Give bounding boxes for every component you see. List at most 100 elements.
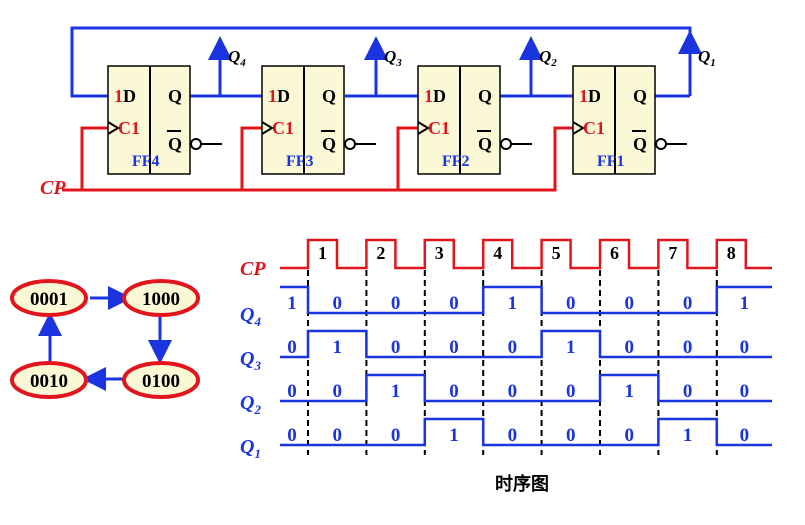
- pulse-number: 6: [610, 243, 619, 263]
- bit-value: 0: [624, 337, 634, 358]
- bit-value: 0: [740, 381, 750, 402]
- pulse-number: 3: [435, 243, 444, 263]
- bit-value: 0: [332, 381, 342, 402]
- inversion-bubble-icon: [655, 138, 667, 150]
- bit-value: 0: [391, 425, 401, 446]
- waveform-q3: [280, 329, 772, 359]
- bit-value: 1: [740, 293, 750, 314]
- signal-label-q1: Q1: [240, 436, 261, 461]
- signal-label-q4: Q4: [240, 304, 261, 329]
- bit-value: 1: [624, 381, 634, 402]
- cp-waveform: [280, 238, 772, 270]
- flipflop-name: FF1: [597, 153, 625, 170]
- bit-value: 1: [449, 425, 459, 446]
- clock-edge-icon: [261, 121, 274, 135]
- bit-value: 0: [566, 425, 576, 446]
- pin-c1-label: C1: [272, 118, 294, 138]
- pulse-number: 5: [552, 243, 561, 263]
- pin-qbar-label: Q: [478, 134, 492, 154]
- clock-input-label: CP: [40, 177, 66, 199]
- signal-label-q2: Q2: [240, 392, 261, 417]
- state-1000-label: 1000: [142, 289, 180, 310]
- pin-d-label: 1D: [424, 86, 446, 106]
- state-0100-label: 0100: [142, 371, 180, 392]
- bit-value: 1: [683, 425, 693, 446]
- state-diagram: 0001 1000 0100 0010: [10, 279, 200, 399]
- signal-label-q3: Q3: [240, 348, 261, 373]
- pulse-number: 4: [493, 243, 502, 263]
- bit-value: 0: [508, 337, 518, 358]
- pulse-number: 2: [376, 243, 385, 263]
- pin-qbar-label: Q: [322, 134, 336, 154]
- bit-value: 0: [683, 337, 693, 358]
- flipflop-name: FF3: [286, 153, 314, 170]
- waveform-q1: [280, 417, 772, 447]
- bit-value: 1: [287, 293, 297, 314]
- bit-value: 1: [508, 293, 518, 314]
- pin-d-label: 1D: [114, 86, 136, 106]
- pin-qbar-label: Q: [168, 134, 182, 154]
- pin-c1-label: C1: [583, 118, 605, 138]
- q1-output-label: Q1: [698, 47, 716, 69]
- circuit: Q4 Q3 Q2 Q1 CP 1DC1QQFF41DC1QQFF31DC1QQF…: [40, 26, 716, 199]
- pin-c1-label: C1: [118, 118, 140, 138]
- waveform-q2: [280, 373, 772, 403]
- bit-value: 0: [287, 381, 297, 402]
- state-0010-label: 0010: [30, 371, 68, 392]
- bit-value: 0: [624, 425, 634, 446]
- clock-bus: [62, 126, 573, 192]
- pin-qbar-label: Q: [633, 134, 647, 154]
- bit-value: 0: [683, 293, 693, 314]
- bit-value: 1: [391, 381, 401, 402]
- state-0001: [10, 279, 88, 317]
- bit-value: 0: [566, 381, 576, 402]
- pulse-number: 8: [727, 243, 736, 263]
- bit-value: 0: [508, 425, 518, 446]
- clock-edge-icon: [417, 121, 430, 135]
- pulse-number: 1: [318, 243, 327, 263]
- clock-edge-icon: [107, 121, 120, 135]
- inversion-bubble-icon: [190, 138, 202, 150]
- bit-value: 0: [332, 293, 342, 314]
- state-0001-label: 0001: [30, 289, 68, 310]
- bit-value: 0: [332, 425, 342, 446]
- pin-d-label: 1D: [579, 86, 601, 106]
- bit-value: 0: [624, 293, 634, 314]
- pulse-number: 7: [668, 243, 677, 263]
- inversion-bubble-icon: [500, 138, 512, 150]
- bit-value: 0: [391, 337, 401, 358]
- pin-q-label: Q: [168, 86, 182, 106]
- timing-cp-label: CP: [240, 258, 266, 280]
- state-0100: [122, 361, 200, 399]
- pin-q-label: Q: [322, 86, 336, 106]
- bit-value: 1: [332, 337, 342, 358]
- pin-q-label: Q: [633, 86, 647, 106]
- bit-value: 0: [683, 381, 693, 402]
- q4-output-label: Q4: [228, 47, 246, 69]
- q3-output-label: Q3: [384, 47, 402, 69]
- bit-value: 0: [508, 381, 518, 402]
- waveform-q4: [280, 285, 772, 315]
- pin-d-label: 1D: [268, 86, 290, 106]
- bit-value: 0: [449, 337, 459, 358]
- bit-value: 1: [566, 337, 576, 358]
- state-0010: [10, 361, 88, 399]
- pin-c1-label: C1: [428, 118, 450, 138]
- bit-value: 0: [287, 337, 297, 358]
- flipflop-name: FF4: [132, 153, 160, 170]
- bit-value: 0: [449, 293, 459, 314]
- inversion-bubble-icon: [344, 138, 356, 150]
- clock-edge-icon: [572, 121, 585, 135]
- state-1000: [122, 279, 200, 317]
- bit-value: 0: [566, 293, 576, 314]
- flipflop-name: FF2: [442, 153, 470, 170]
- bit-value: 0: [391, 293, 401, 314]
- q2-output-label: Q2: [539, 47, 557, 69]
- pin-q-label: Q: [478, 86, 492, 106]
- timing-diagram-caption: 时序图: [495, 474, 549, 495]
